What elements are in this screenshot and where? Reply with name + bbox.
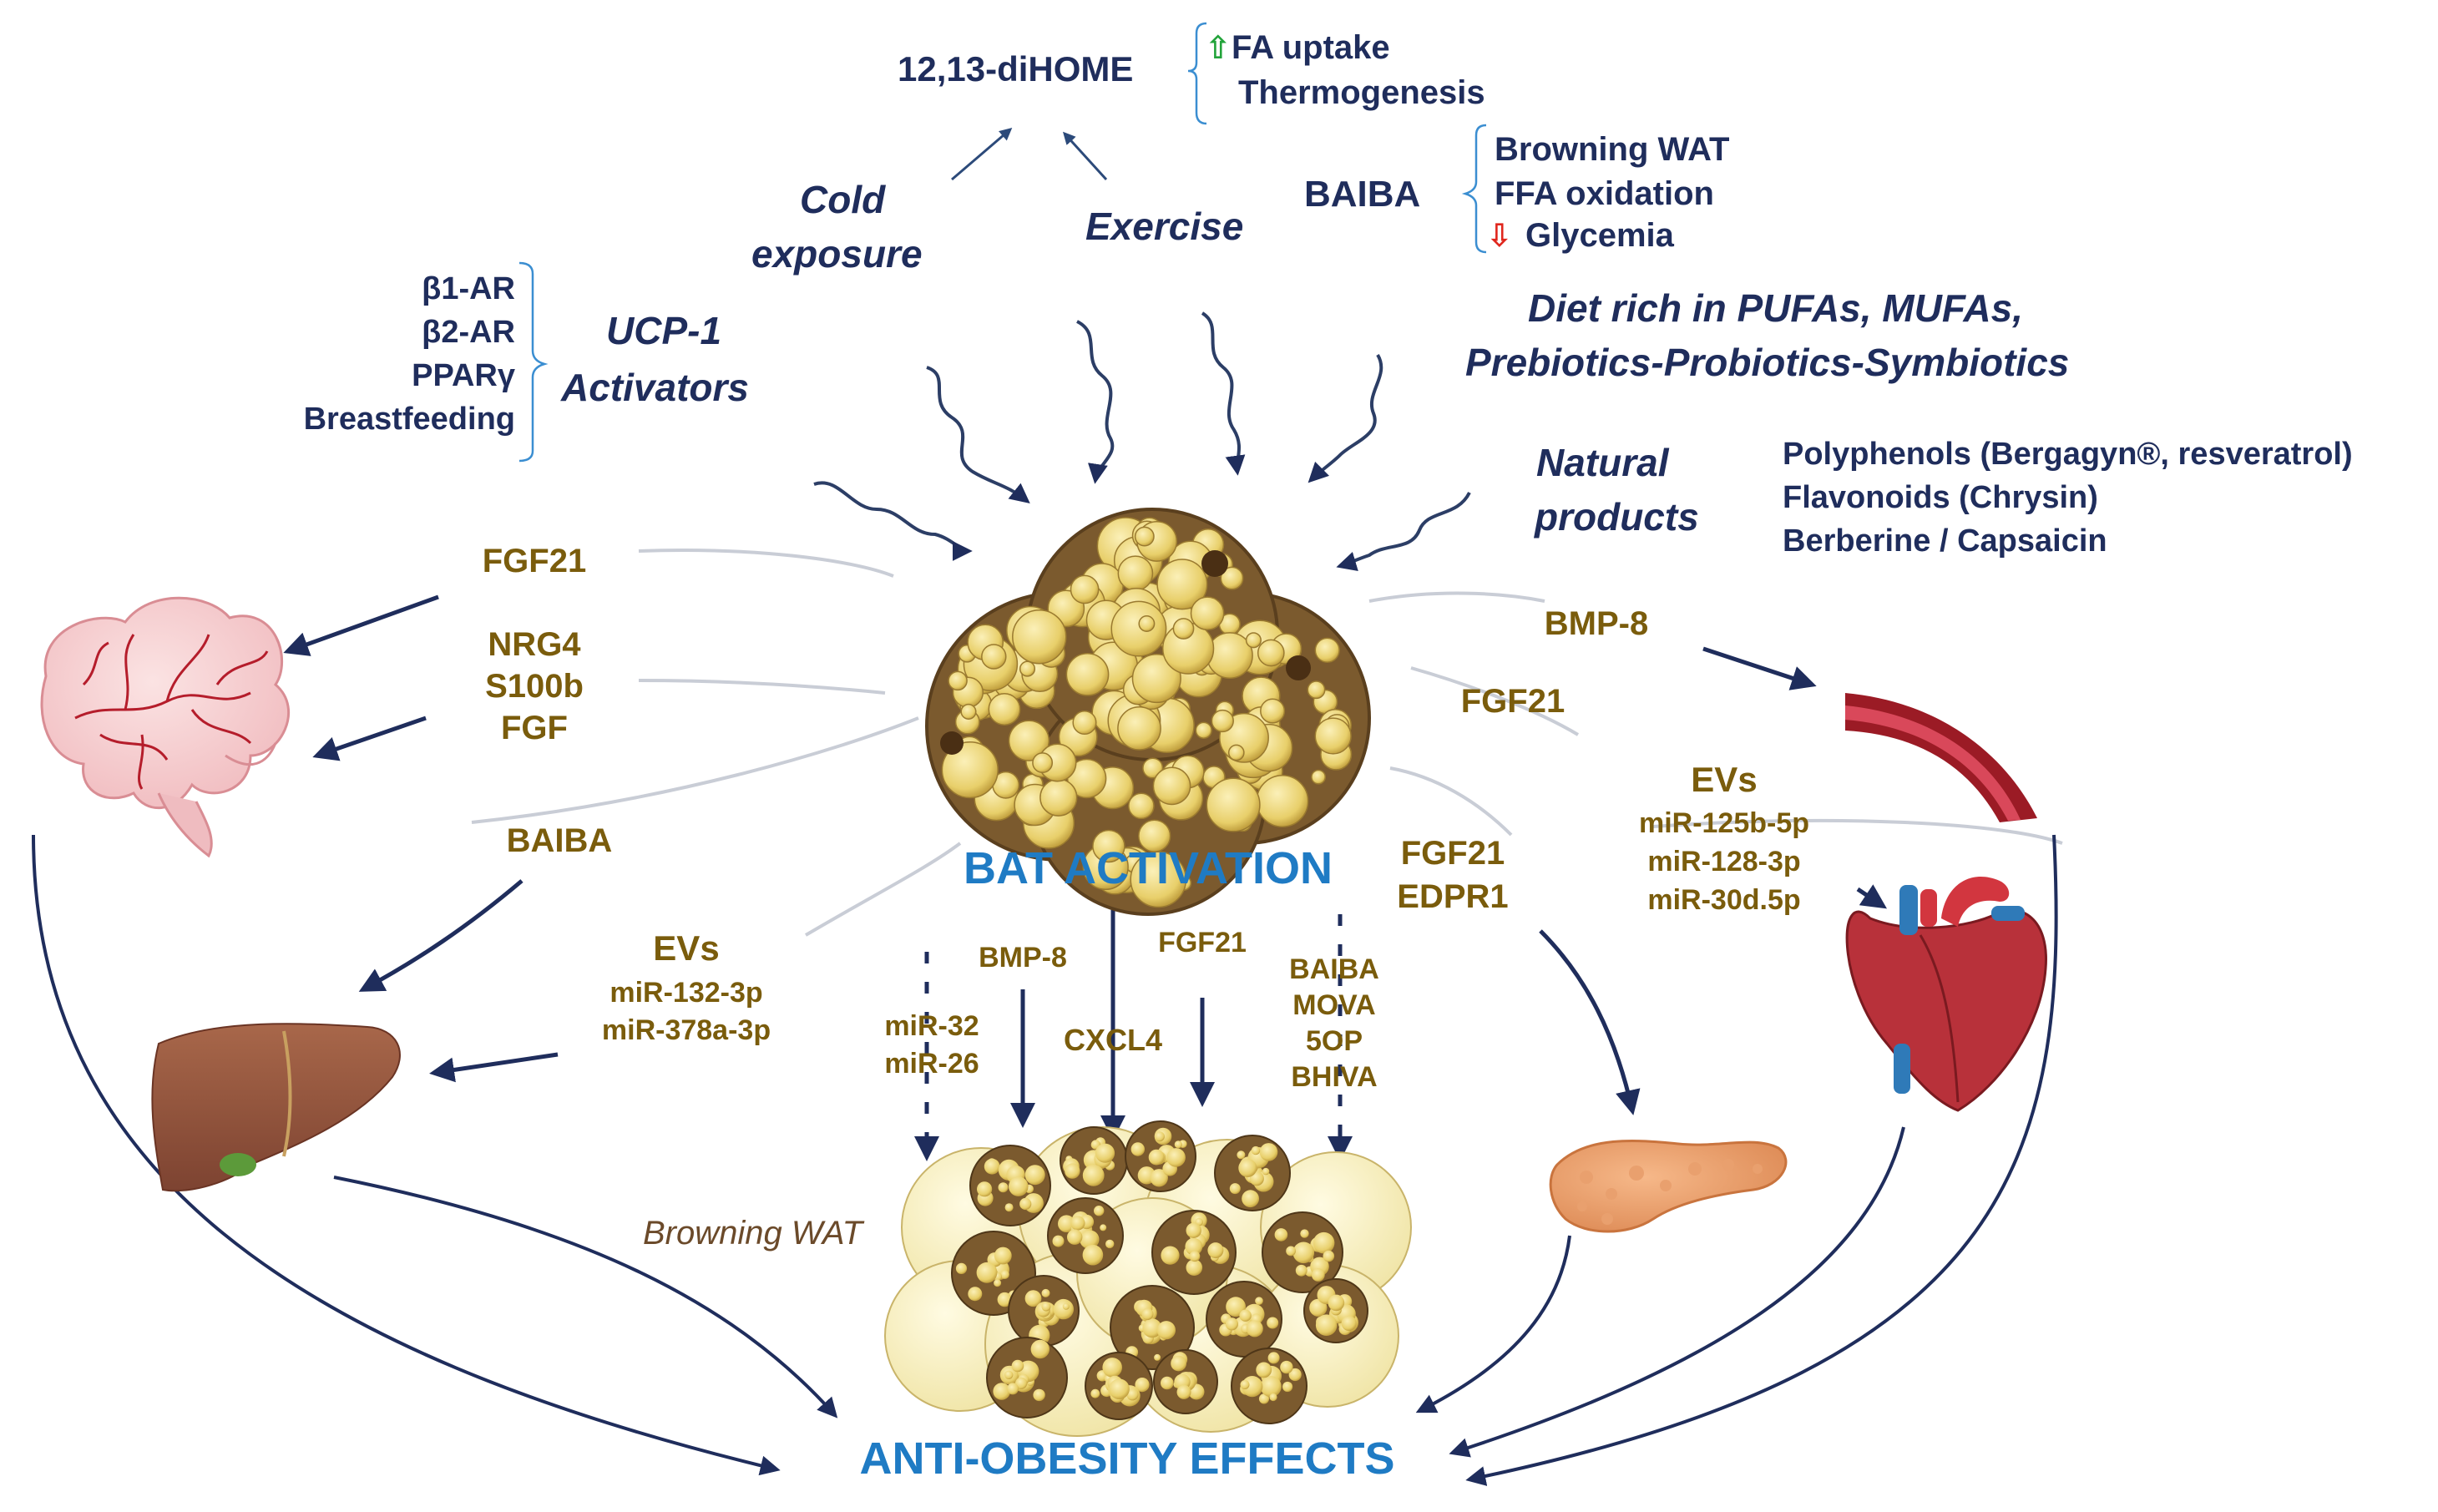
center-metab-4: BHIVA (1291, 1061, 1377, 1093)
center-mir-26: miR-26 (884, 1048, 979, 1080)
browning-wat-label: Browning WAT (643, 1215, 865, 1252)
natural-products-line1: Natural (1536, 441, 1670, 484)
top-arrows (951, 128, 1108, 181)
center-arrows (914, 910, 1353, 1161)
dihome-label: 12,13-diHOME (898, 49, 1133, 88)
natural-item-3: Berberine / Capsaicin (1783, 523, 2107, 559)
center-mir-32: miR-32 (884, 1010, 979, 1042)
vessel-illustration (1845, 693, 2037, 822)
ucp-item-2: β2-AR (422, 315, 515, 350)
dihome-effect-1: FA uptake (1232, 29, 1390, 66)
up-arrow-icon: ⇧ (1205, 31, 1232, 66)
center-bmp8: BMP-8 (979, 942, 1067, 973)
right-fgf21: FGF21 (1461, 683, 1565, 720)
baiba-effect-2: FFA oxidation (1495, 175, 1714, 212)
dihome-effect-2: Thermogenesis (1238, 74, 1485, 111)
brain-vessels (74, 634, 269, 790)
center-metab-3: 5OP (1306, 1025, 1363, 1057)
right-edpr1: EDPR1 (1397, 878, 1508, 915)
browning-wat-cluster (884, 1120, 1412, 1437)
ucp-label-line1: UCP-1 (606, 309, 721, 352)
wavy-arrows (813, 311, 1471, 571)
down-arrow-icon: ⇩ (1486, 219, 1513, 254)
bat-activation-title: BAT ACTIVATION (964, 843, 1333, 893)
brackets (518, 22, 1487, 463)
anti-obesity-arrows (32, 834, 2058, 1486)
brain-illustration (40, 596, 291, 858)
left-fgf21: FGF21 (483, 543, 586, 579)
right-evs-mir-1: miR-125b-5p (1639, 807, 1809, 839)
right-evs-mir-2: miR-128-3p (1647, 846, 1800, 877)
anti-obesity-title: ANTI-OBESITY EFFECTS (859, 1434, 1394, 1484)
ucp-item-3: PPARγ (412, 358, 515, 393)
diet-line2: Prebiotics-Probiotics-Symbiotics (1465, 341, 2069, 384)
baiba-top-label: BAIBA (1304, 174, 1420, 215)
center-fgf21: FGF21 (1158, 927, 1247, 958)
cold-exposure-line1: Cold (800, 178, 886, 221)
diet-line1: Diet rich in PUFAs, MUFAs, (1528, 286, 2023, 330)
left-s100b: S100b (485, 668, 584, 705)
liver-illustration (151, 1023, 401, 1192)
left-evs-mir-1: miR-132-3p (610, 977, 762, 1009)
cold-exposure-line2: exposure (751, 232, 923, 276)
right-bmp8: BMP-8 (1545, 605, 1648, 642)
heart-illustration (1845, 877, 2047, 1112)
right-evs-mir-3: miR-30d.5p (1647, 884, 1800, 916)
center-metab-1: BAIBA (1289, 953, 1379, 985)
right-fgf21-edpr: FGF21 (1401, 835, 1505, 872)
left-evs: EVs (653, 928, 719, 968)
left-nrg4: NRG4 (488, 626, 581, 663)
bat-lipid-droplets (941, 517, 1353, 908)
right-evs: EVs (1691, 760, 1757, 799)
baiba-effect-1: Browning WAT (1495, 131, 1729, 168)
exercise-label: Exercise (1085, 205, 1243, 248)
left-baiba: BAIBA (507, 822, 613, 859)
feedback-curves (471, 549, 2063, 937)
center-metab-2: MOVA (1292, 989, 1375, 1021)
baiba-effect-3: Glycemia (1525, 217, 1675, 254)
left-evs-mir-2: miR-378a-3p (602, 1014, 771, 1046)
bat-cell-cluster (925, 508, 1371, 916)
center-cxcl4: CXCL4 (1064, 1023, 1162, 1057)
ucp-label-line2: Activators (560, 366, 749, 409)
left-fgf: FGF (501, 710, 568, 746)
natural-products-line2: products (1533, 495, 1699, 539)
gallbladder (220, 1153, 256, 1176)
pancreas-lobules (1577, 1159, 1763, 1225)
ucp-item-4: Breastfeeding (304, 402, 515, 437)
pancreas-illustration (1549, 1140, 1788, 1233)
natural-item-1: Polyphenols (Bergagyn®, resveratrol) (1783, 437, 2353, 472)
organ-arrows (283, 594, 1887, 1115)
ucp-item-1: β1-AR (422, 271, 515, 306)
natural-item-2: Flavonoids (Chrysin) (1783, 480, 2098, 515)
